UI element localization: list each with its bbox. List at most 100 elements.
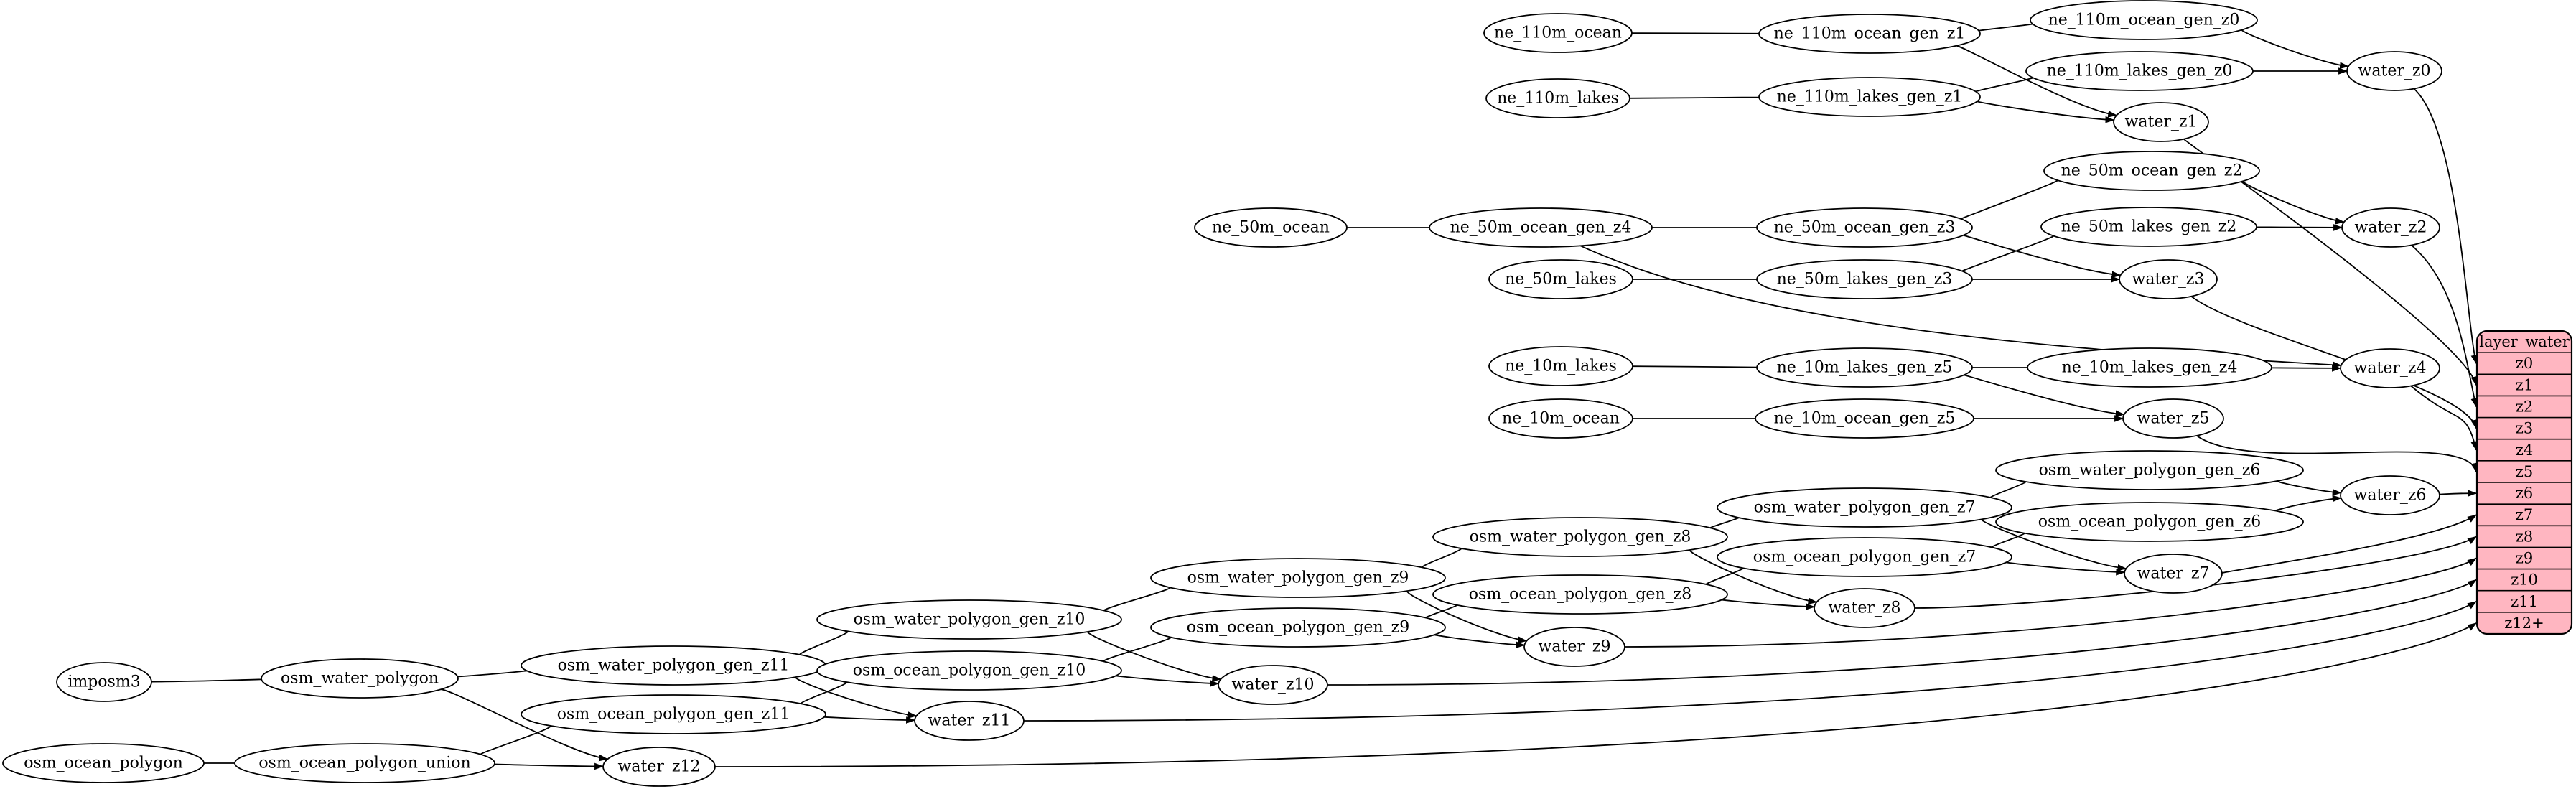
node-ellipse-ne_10m_ocean_gen_z5	[1755, 398, 1974, 439]
node-water_z0: water_z0	[2346, 51, 2442, 91]
edge-water_z12-to-z12+	[714, 622, 2477, 767]
node-ellipse-water_z9	[1523, 627, 1625, 667]
node-ne_50m_ocean: ne_50m_ocean	[1194, 207, 1348, 248]
node-ellipse-osm_ocean_polygon_gen_z6	[1995, 502, 2304, 542]
node-water_z7: water_z7	[2124, 554, 2223, 594]
edge-water_z11-to-z11	[1023, 601, 2477, 722]
edge-ne_10m_lakes-to-ne_10m_lakes_gen_z5	[1632, 363, 1765, 371]
edge-ne_50m_lakes_gen_z2-to-water_z2	[2250, 224, 2343, 231]
node-osm_water_polygon: osm_water_polygon	[261, 658, 459, 699]
node-ellipse-ne_50m_lakes_gen_z2	[2040, 207, 2257, 247]
edge-osm_ocean_polygon_gen_z11-to-water_z11	[810, 715, 916, 724]
edge-osm_ocean_polygon_gen_z8-to-water_z8	[1711, 597, 1816, 610]
node-ne_110m_ocean: ne_110m_ocean	[1483, 13, 1633, 53]
table-row-z9: z9	[2516, 550, 2533, 567]
node-ellipse-water_z8	[1814, 588, 1915, 628]
edge-ne_10m_lakes_gen_z5-to-water_z5	[1964, 374, 2125, 418]
node-water_z1: water_z1	[2113, 102, 2209, 142]
edge-ne_110m_ocean_gen_z1-to-water_z1	[1956, 45, 2118, 118]
node-ellipse-ne_50m_ocean_gen_z3	[1756, 207, 1973, 248]
node-water_z4: water_z4	[2340, 348, 2440, 388]
node-ne_50m_lakes_gen_z3: ne_50m_lakes_gen_z3	[1756, 259, 1973, 299]
edge-imposm3-to-osm_water_polygon	[151, 676, 271, 683]
node-label-water_z4: water_z4	[2354, 360, 2427, 378]
node-label-imposm3: imposm3	[67, 673, 140, 691]
edge-osm_water_polygon_gen_z11-to-osm_water_polygon_gen_z10	[798, 625, 849, 657]
node-ellipse-ne_110m_ocean_gen_z1	[1758, 14, 1981, 54]
table-row-z8: z8	[2516, 528, 2533, 545]
edge-water_z2-to-z2	[2411, 244, 2478, 408]
edge-ne_50m_ocean_gen_z4-to-water_z4	[1579, 245, 2342, 368]
table-row-z0: z0	[2516, 355, 2533, 372]
node-label-osm_water_polygon_gen_z11: osm_water_polygon_gen_z11	[558, 657, 790, 675]
node-label-water_z12: water_z12	[618, 758, 701, 776]
node-label-osm_ocean_polygon_gen_z10: osm_ocean_polygon_gen_z10	[853, 662, 1086, 680]
node-label-osm_water_polygon: osm_water_polygon	[281, 670, 439, 688]
node-ne_10m_ocean_gen_z5: ne_10m_ocean_gen_z5	[1755, 398, 1974, 439]
edge-ne_50m_ocean_gen_z3-to-ne_50m_ocean_gen_z2	[1960, 176, 2066, 220]
node-ellipse-ne_110m_lakes	[1485, 78, 1630, 118]
node-water_z9: water_z9	[1523, 627, 1625, 667]
node-label-osm_ocean_polygon_gen_z9: osm_ocean_polygon_gen_z9	[1187, 619, 1409, 637]
node-ne_50m_lakes_gen_z2: ne_50m_lakes_gen_z2	[2040, 207, 2257, 247]
node-ellipse-ne_50m_ocean	[1194, 207, 1348, 248]
node-ellipse-water_z0	[2346, 51, 2442, 91]
edge-osm_ocean_polygon_union-to-osm_ocean_polygon_gen_z11	[480, 720, 554, 756]
edge-ne_110m_lakes_gen_z1-to-water_z1	[1976, 100, 2115, 123]
node-ellipse-imposm3	[56, 662, 152, 702]
edge-osm_water_polygon_gen_z10-to-osm_water_polygon_gen_z9	[1102, 582, 1175, 612]
node-label-ne_110m_lakes_gen_z1: ne_110m_lakes_gen_z1	[1777, 88, 1963, 106]
node-ne_10m_ocean: ne_10m_ocean	[1488, 398, 1633, 439]
node-label-ne_50m_ocean_gen_z2: ne_50m_ocean_gen_z2	[2061, 162, 2243, 180]
node-osm_ocean_polygon_union: osm_ocean_polygon_union	[234, 743, 495, 783]
node-osm_water_polygon_gen_z9: osm_water_polygon_gen_z9	[1150, 558, 1446, 598]
node-label-ne_110m_ocean_gen_z1: ne_110m_ocean_gen_z1	[1774, 25, 1966, 43]
node-ellipse-water_z2	[2341, 207, 2440, 248]
node-label-ne_110m_lakes: ne_110m_lakes	[1497, 90, 1619, 108]
node-label-ne_10m_lakes_gen_z4: ne_10m_lakes_gen_z4	[2062, 359, 2238, 377]
node-ne_50m_ocean_gen_z4: ne_50m_ocean_gen_z4	[1429, 207, 1653, 248]
node-label-water_z9: water_z9	[1539, 638, 1611, 656]
node-ellipse-ne_10m_lakes_gen_z4	[2027, 347, 2272, 388]
node-ellipse-osm_ocean_polygon_gen_z10	[816, 650, 1122, 691]
node-osm_water_polygon_gen_z6: osm_water_polygon_gen_z6	[1995, 450, 2304, 490]
node-water_z5: water_z5	[2122, 398, 2224, 439]
edge-water_z6-to-z6	[2435, 490, 2478, 497]
node-ellipse-water_z5	[2122, 398, 2224, 439]
nodes-layer: imposm3 osm_water_polygon osm_ocean_polygo…	[2, 0, 2442, 787]
table-row-z12+: z12+	[2504, 615, 2544, 632]
node-label-osm_ocean_polygon_gen_z6: osm_ocean_polygon_gen_z6	[2038, 513, 2261, 531]
node-label-osm_ocean_polygon_gen_z7: osm_ocean_polygon_gen_z7	[1753, 548, 1976, 566]
edge-osm_ocean_polygon_gen_z9-to-water_z9	[1426, 631, 1526, 648]
node-osm_water_polygon_gen_z7: osm_water_polygon_gen_z7	[1717, 487, 2012, 528]
edge-ne_50m_ocean_gen_z2-to-water_z2	[2241, 179, 2345, 225]
node-ellipse-ne_50m_lakes_gen_z3	[1756, 259, 1973, 299]
table-row-z11: z11	[2511, 593, 2538, 610]
node-ellipse-ne_50m_ocean_gen_z2	[2043, 151, 2260, 191]
table-row-z10: z10	[2511, 571, 2538, 589]
node-ellipse-water_z4	[2340, 348, 2440, 388]
edge-osm_water_polygon_gen_z9-to-osm_water_polygon_gen_z8	[1420, 542, 1463, 571]
node-ne_50m_ocean_gen_z3: ne_50m_ocean_gen_z3	[1756, 207, 1973, 248]
node-ne_10m_lakes: ne_10m_lakes	[1488, 346, 1633, 386]
node-ne_110m_ocean_gen_z1: ne_110m_ocean_gen_z1	[1758, 14, 1981, 54]
node-ellipse-osm_water_polygon_gen_z6	[1995, 450, 2304, 490]
node-ellipse-water_z3	[2119, 259, 2218, 299]
node-label-water_z8: water_z8	[1829, 599, 1901, 617]
node-label-ne_10m_lakes: ne_10m_lakes	[1505, 358, 1617, 375]
node-label-water_z3: water_z3	[2132, 271, 2205, 289]
edge-ne_110m_ocean_gen_z1-to-ne_110m_ocean_gen_z0	[1976, 19, 2040, 32]
node-label-osm_water_polygon_gen_z6: osm_water_polygon_gen_z6	[2039, 462, 2261, 480]
node-ellipse-water_z11	[914, 701, 1025, 741]
node-label-water_z10: water_z10	[1232, 676, 1315, 694]
node-label-water_z0: water_z0	[2358, 62, 2431, 80]
node-osm_ocean_polygon_gen_z8: osm_ocean_polygon_gen_z8	[1432, 574, 1728, 615]
node-ellipse-osm_ocean_polygon_gen_z8	[1432, 574, 1728, 615]
node-ellipse-water_z6	[2340, 475, 2440, 515]
node-ne_110m_ocean_gen_z0: ne_110m_ocean_gen_z0	[2030, 0, 2258, 40]
node-osm_water_polygon_gen_z10: osm_water_polygon_gen_z10	[816, 599, 1122, 640]
node-ellipse-osm_ocean_polygon_gen_z7	[1717, 537, 2012, 577]
node-label-osm_water_polygon_gen_z9: osm_water_polygon_gen_z9	[1187, 569, 1409, 587]
edge-osm_ocean_polygon_gen_z7-to-water_z7	[1999, 559, 2126, 576]
node-label-ne_50m_lakes_gen_z3: ne_50m_lakes_gen_z3	[1777, 271, 1953, 289]
